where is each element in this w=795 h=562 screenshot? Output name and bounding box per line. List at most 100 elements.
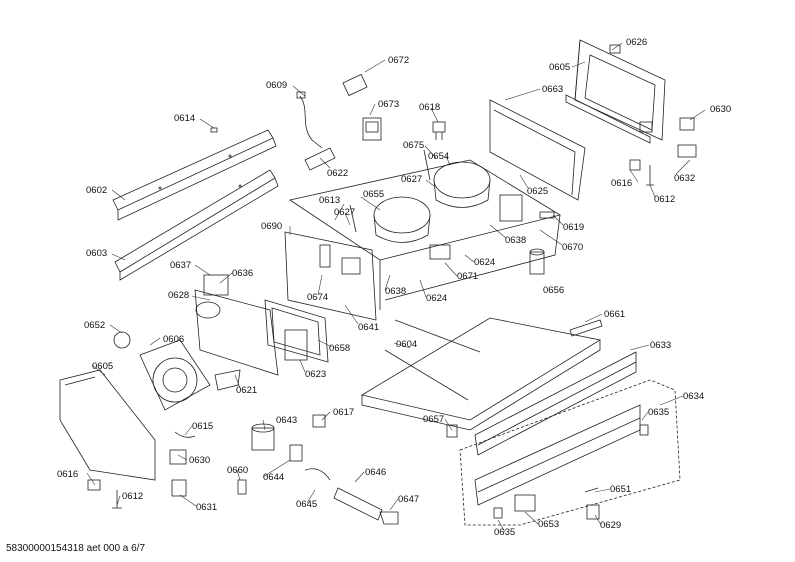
label-0654: 0654 xyxy=(428,151,450,162)
label-0638-right: 0638 xyxy=(505,235,527,246)
label-0605-left: 0605 xyxy=(92,361,114,372)
label-0644: 0644 xyxy=(263,472,285,483)
label-0602: 0602 xyxy=(86,185,108,196)
part-0623 xyxy=(284,329,308,361)
label-0657: 0657 xyxy=(423,414,445,425)
screw-0612-bottom xyxy=(112,490,122,509)
label-0613: 0613 xyxy=(319,195,341,206)
label-0635-right: 0635 xyxy=(648,407,670,418)
label-0612-bottom: 0612 xyxy=(122,491,144,502)
label-0637: 0637 xyxy=(170,260,192,271)
cable-0615 xyxy=(174,431,196,438)
label-0624-top: 0624 xyxy=(474,257,496,268)
part-0671 xyxy=(429,244,451,260)
label-0658: 0658 xyxy=(329,343,351,354)
frame-0605-top xyxy=(565,39,666,144)
label-0627-bottom: 0627 xyxy=(334,207,356,218)
label-0652: 0652 xyxy=(84,320,106,331)
part-0652 xyxy=(113,331,131,349)
rail-0602 xyxy=(112,129,277,221)
cord-0609 xyxy=(296,91,323,149)
part-0646 xyxy=(333,487,383,521)
part-0617 xyxy=(312,414,326,428)
label-0619: 0619 xyxy=(563,222,585,233)
label-0646: 0646 xyxy=(365,467,387,478)
label-0660: 0660 xyxy=(227,465,249,476)
rail-0661 xyxy=(569,319,603,337)
label-0626: 0626 xyxy=(626,37,648,48)
label-0641: 0641 xyxy=(358,322,380,333)
label-0631: 0631 xyxy=(196,502,218,513)
part-0657 xyxy=(446,424,458,438)
part-0647 xyxy=(379,511,399,525)
compressor-0654 xyxy=(433,161,491,208)
clip-0614 xyxy=(210,127,218,133)
label-0690: 0690 xyxy=(261,221,283,232)
label-0633: 0633 xyxy=(650,340,672,351)
label-0670: 0670 xyxy=(562,242,584,253)
part-0618 xyxy=(432,121,446,140)
label-0673: 0673 xyxy=(378,99,400,110)
label-0615: 0615 xyxy=(192,421,214,432)
rail-0603 xyxy=(114,169,279,281)
label-0605-top: 0605 xyxy=(549,62,571,73)
part-0616-top xyxy=(629,159,641,171)
tube-0675 xyxy=(423,149,431,181)
label-0661: 0661 xyxy=(604,309,626,320)
label-0674: 0674 xyxy=(307,292,329,303)
cover-0605 xyxy=(59,369,156,481)
part-0635-right xyxy=(639,424,649,436)
label-0604: 0604 xyxy=(396,339,418,350)
label-0636: 0636 xyxy=(232,268,254,279)
part-0660 xyxy=(237,479,247,495)
panel-0628 xyxy=(194,289,279,376)
label-0618: 0618 xyxy=(419,102,441,113)
screw-0612-top xyxy=(646,165,654,186)
label-0616-top: 0616 xyxy=(611,178,633,189)
board-0658 xyxy=(264,299,329,363)
label-0645: 0645 xyxy=(296,499,318,510)
part-0645 xyxy=(304,468,331,481)
label-0643: 0643 xyxy=(276,415,298,426)
label-0651: 0651 xyxy=(610,484,632,495)
capacitor-0656 xyxy=(529,248,545,275)
label-0629: 0629 xyxy=(600,520,622,531)
bracket-0622 xyxy=(304,147,336,171)
part-0629 xyxy=(586,504,600,520)
panel-0674 xyxy=(284,231,377,321)
label-0621: 0621 xyxy=(236,385,258,396)
part-0635-left xyxy=(493,507,503,519)
label-0634: 0634 xyxy=(683,391,705,402)
tray-0604 xyxy=(360,317,602,431)
label-0630-bottom: 0630 xyxy=(189,455,211,466)
base-plate-0690 xyxy=(288,159,562,310)
label-0617: 0617 xyxy=(333,407,355,418)
label-0655: 0655 xyxy=(363,189,385,200)
panel-0663 xyxy=(489,99,586,201)
label-0625: 0625 xyxy=(527,186,549,197)
label-0623: 0623 xyxy=(305,369,327,380)
part-0651 xyxy=(584,487,599,493)
label-0653: 0653 xyxy=(538,519,560,530)
fan-0606 xyxy=(139,339,211,411)
label-0627-top: 0627 xyxy=(401,174,423,185)
label-0606: 0606 xyxy=(163,334,185,345)
bracket-0621 xyxy=(214,369,241,391)
label-0675: 0675 xyxy=(403,140,425,151)
label-0635-left: 0635 xyxy=(494,527,516,538)
plate-0672 xyxy=(342,73,368,97)
label-0672: 0672 xyxy=(388,55,410,66)
part-0643 xyxy=(251,423,275,451)
assembly-0634 xyxy=(459,379,681,526)
part-0637 xyxy=(203,274,229,296)
part-0630-bottom xyxy=(169,449,187,465)
part-0653 xyxy=(514,494,536,512)
label-0671: 0671 xyxy=(457,271,479,282)
label-0603: 0603 xyxy=(86,248,108,259)
grille-0633 xyxy=(474,351,637,456)
label-0647: 0647 xyxy=(398,494,420,505)
document-footer: 58300000154318 aet 000 a 6/7 xyxy=(6,543,146,554)
label-0614: 0614 xyxy=(174,113,196,124)
